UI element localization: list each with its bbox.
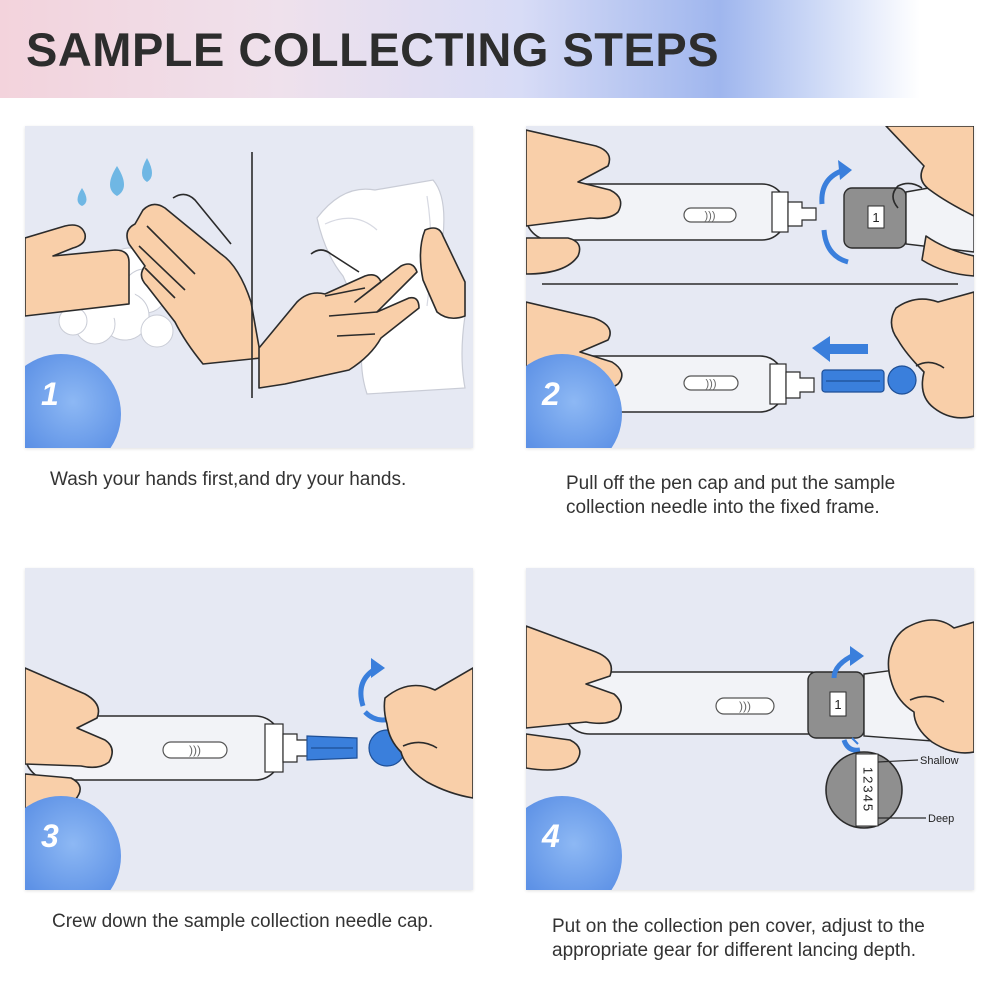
step-4-caption: Put on the collection pen cover, adjust … [552,916,925,961]
step-number: 3 [41,818,59,854]
dial-depth-digits: 12345 [861,767,876,813]
hands-step2-top [526,126,974,277]
step-2-caption: Pull off the pen cap and put the sample … [566,473,896,518]
step-3-caption: Crew down the sample collection needle c… [52,911,434,932]
step-number: 2 [542,376,560,412]
lancet-needle-icon [306,729,406,767]
step-1-panel: 1 [25,126,473,448]
step-1-caption: Wash your hands first,and dry your hands… [50,469,407,490]
svg-text:))): ))) [706,378,717,390]
washing-hands [25,193,262,365]
left-arrow-icon [812,336,868,362]
rotate-arrow-icon [831,646,864,753]
step-4-illustration: ))) 1 12345 Shallow Deep [526,619,974,829]
rotate-arrow-icon [819,160,852,265]
step-3-illustration: ))) [25,658,473,812]
water-drop-icon [77,158,152,206]
cap-depth-digit: 1 [872,210,879,225]
drying-hands [258,227,466,389]
page-title: SAMPLE COLLECTING STEPS [26,23,720,76]
lancet-needle-icon [821,365,917,395]
step-number: 1 [41,376,59,412]
step-2-panel: ))) 1 ))) [526,126,974,448]
hands-step4 [526,619,974,771]
depth-dial-icon: 12345 Shallow Deep [825,737,959,829]
step-4-panel: ))) 1 12345 Shallow Deep [526,568,974,890]
deep-label: Deep [928,813,954,825]
svg-text:))): ))) [739,699,751,713]
shallow-label: Shallow [920,755,959,767]
step-1-illustration [25,152,466,398]
cap-depth-digit: 1 [834,697,841,712]
header-banner: SAMPLE COLLECTING STEPS [0,0,1000,98]
svg-text:))): ))) [705,210,716,222]
svg-text:))): ))) [189,743,201,757]
step-number: 4 [542,818,560,854]
step-3-panel: ))) 3 [25,568,473,890]
